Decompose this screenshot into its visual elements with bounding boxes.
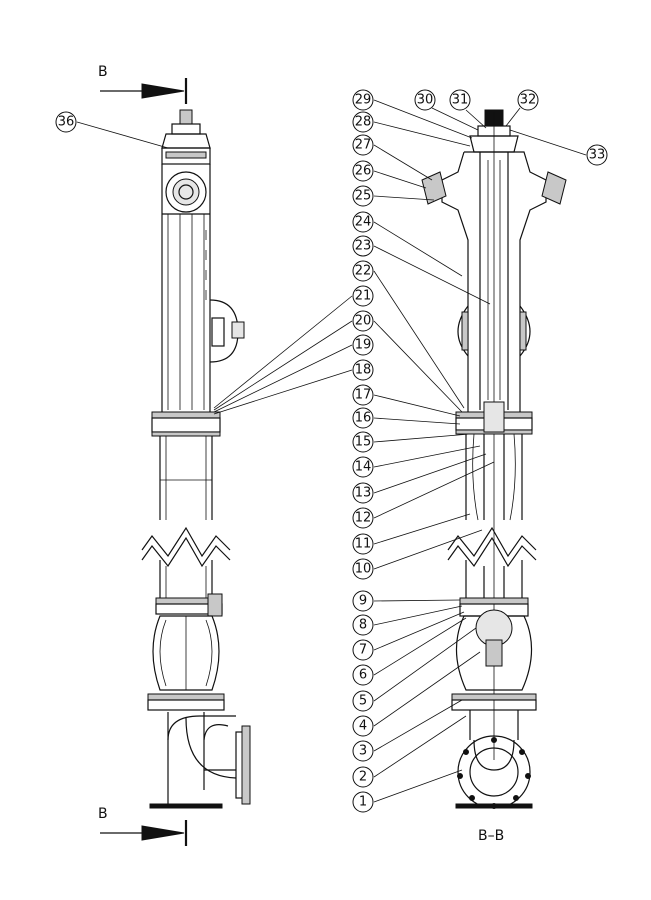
- svg-text:13: 13: [355, 486, 372, 501]
- svg-text:9: 9: [359, 594, 367, 609]
- svg-text:3: 3: [359, 744, 367, 759]
- callout-13: 13: [352, 453, 487, 504]
- callout-28: 28: [352, 111, 471, 147]
- callout-11: 11: [352, 513, 471, 555]
- svg-text:15: 15: [355, 435, 372, 450]
- callout-4: 4: [352, 651, 481, 737]
- section-mark-top: B: [98, 64, 188, 104]
- callout-21: 21: [213, 285, 374, 409]
- callout-22: 22: [352, 260, 465, 409]
- svg-text:32: 32: [520, 93, 537, 108]
- svg-text:5: 5: [359, 694, 367, 709]
- callout-33: 33: [509, 129, 608, 166]
- svg-text:8: 8: [359, 618, 367, 633]
- callout-10: 10: [352, 529, 483, 580]
- svg-text:22: 22: [355, 264, 372, 279]
- callout-19: 19: [213, 334, 374, 413]
- svg-text:28: 28: [355, 115, 372, 130]
- svg-text:30: 30: [417, 93, 434, 108]
- callout-5: 5: [352, 627, 477, 712]
- svg-text:25: 25: [355, 189, 372, 204]
- callout-24: 24: [352, 211, 463, 277]
- callout-1: 1: [352, 769, 463, 813]
- callout-9: 9: [352, 590, 461, 612]
- svg-text:23: 23: [355, 239, 372, 254]
- callout-25: 25: [352, 185, 435, 207]
- callout-17: 17: [352, 384, 461, 417]
- callout-30: 30: [414, 89, 479, 131]
- svg-text:17: 17: [355, 388, 372, 403]
- svg-text:1: 1: [359, 795, 367, 810]
- hydrant-section-view: [421, 109, 567, 809]
- callout-2: 2: [352, 715, 467, 788]
- svg-text:19: 19: [355, 338, 372, 353]
- svg-text:26: 26: [355, 164, 372, 179]
- callout-7: 7: [352, 611, 465, 661]
- callout-36-label: 36: [58, 115, 75, 130]
- svg-text:4: 4: [359, 719, 367, 734]
- svg-text:6: 6: [359, 668, 367, 683]
- callout-26: 26: [352, 160, 427, 189]
- callout-29: 29: [352, 89, 473, 139]
- callout-23: 23: [352, 235, 491, 305]
- callout-36: 36: [55, 111, 169, 149]
- callout-6: 6: [352, 617, 467, 686]
- svg-text:24: 24: [355, 215, 372, 230]
- callout-8: 8: [352, 605, 463, 636]
- svg-text:14: 14: [355, 460, 372, 475]
- svg-text:33: 33: [589, 148, 606, 163]
- callout-20: 20: [213, 310, 463, 413]
- svg-text:10: 10: [355, 562, 372, 577]
- callout-15: 15: [352, 431, 471, 453]
- section-mark-top-label: B: [98, 64, 108, 80]
- svg-text:27: 27: [355, 138, 372, 153]
- svg-text:18: 18: [355, 363, 372, 378]
- callout-27: 27: [352, 134, 433, 181]
- svg-text:12: 12: [355, 511, 372, 526]
- section-mark-bottom-label: B: [98, 806, 108, 822]
- svg-text:2: 2: [359, 770, 367, 785]
- svg-text:7: 7: [359, 643, 367, 658]
- section-view-label: B–B: [478, 828, 504, 844]
- callout-12: 12: [352, 461, 495, 529]
- callout-31: 31: [449, 89, 487, 129]
- svg-text:11: 11: [355, 537, 372, 552]
- svg-text:29: 29: [355, 93, 372, 108]
- svg-text:31: 31: [452, 93, 469, 108]
- svg-text:21: 21: [355, 289, 372, 304]
- hydrant-side-view: [141, 109, 251, 809]
- callout-18: 18: [213, 359, 374, 415]
- svg-text:20: 20: [355, 314, 372, 329]
- callout-3: 3: [352, 699, 463, 762]
- section-mark-bottom: B: [98, 806, 188, 846]
- callout-32: 32: [505, 89, 539, 127]
- callout-14: 14: [352, 445, 481, 478]
- callout-16: 16: [352, 407, 461, 429]
- svg-text:16: 16: [355, 411, 372, 426]
